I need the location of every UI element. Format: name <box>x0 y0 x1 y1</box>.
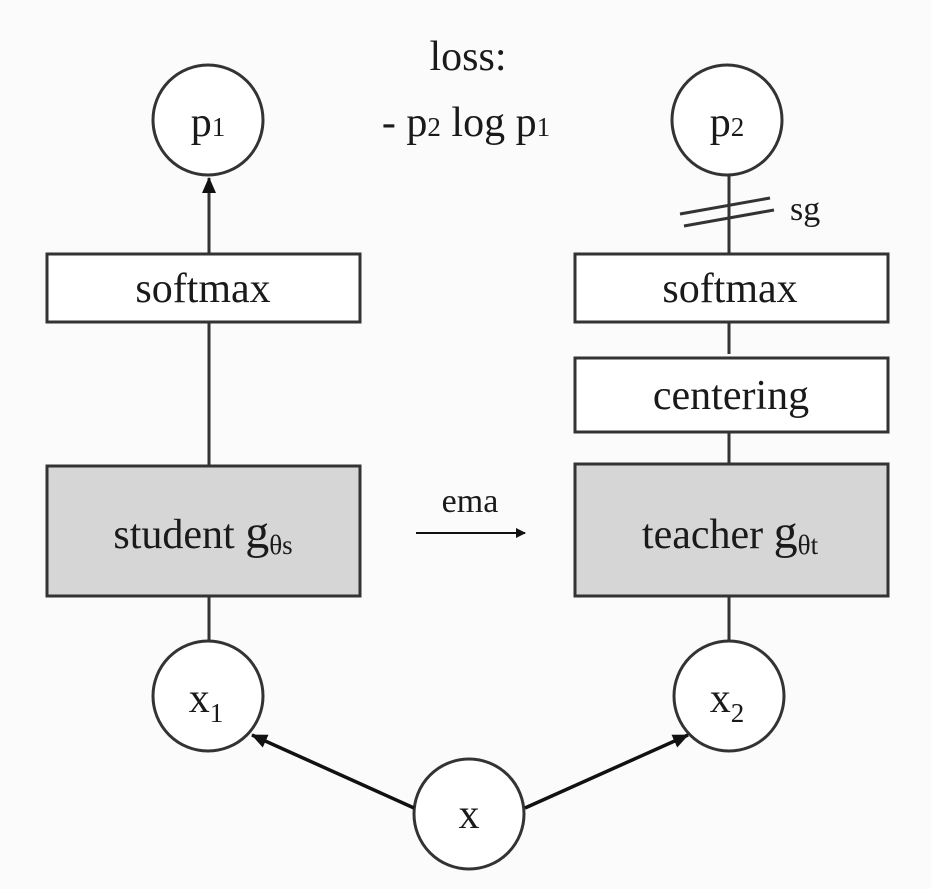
stop-gradient-mark <box>679 196 775 228</box>
teacher-label: teacher gθt <box>642 506 819 560</box>
p2-node <box>670 63 784 177</box>
x1-label: x1 <box>189 676 224 728</box>
student-box <box>45 464 362 598</box>
teacher-box <box>573 462 890 598</box>
x-node <box>412 757 526 871</box>
p2-label: p2 <box>710 100 745 146</box>
x2-node <box>672 639 786 753</box>
ema-label: ema <box>442 483 499 520</box>
loss-formula: - p2 log p1 <box>382 100 550 146</box>
p1-label: p1 <box>191 100 226 146</box>
softmax-left-box <box>45 252 362 324</box>
edge-x-to-x2 <box>524 733 689 810</box>
softmax-right-box <box>573 252 890 324</box>
loss-title: loss: <box>429 34 506 80</box>
x2-label: x2 <box>710 676 745 728</box>
softmax-left-label: softmax <box>135 266 270 312</box>
sg-label: sg <box>790 191 820 228</box>
x1-node <box>151 639 265 753</box>
centering-box <box>573 356 890 434</box>
student-label: student gθs <box>113 506 292 560</box>
connectors <box>202 174 731 642</box>
softmax-right-label: softmax <box>662 266 797 312</box>
p1-node <box>151 63 265 177</box>
centering-label: centering <box>653 373 809 419</box>
edge-x-to-x1 <box>251 733 415 810</box>
x-label: x <box>459 792 480 838</box>
